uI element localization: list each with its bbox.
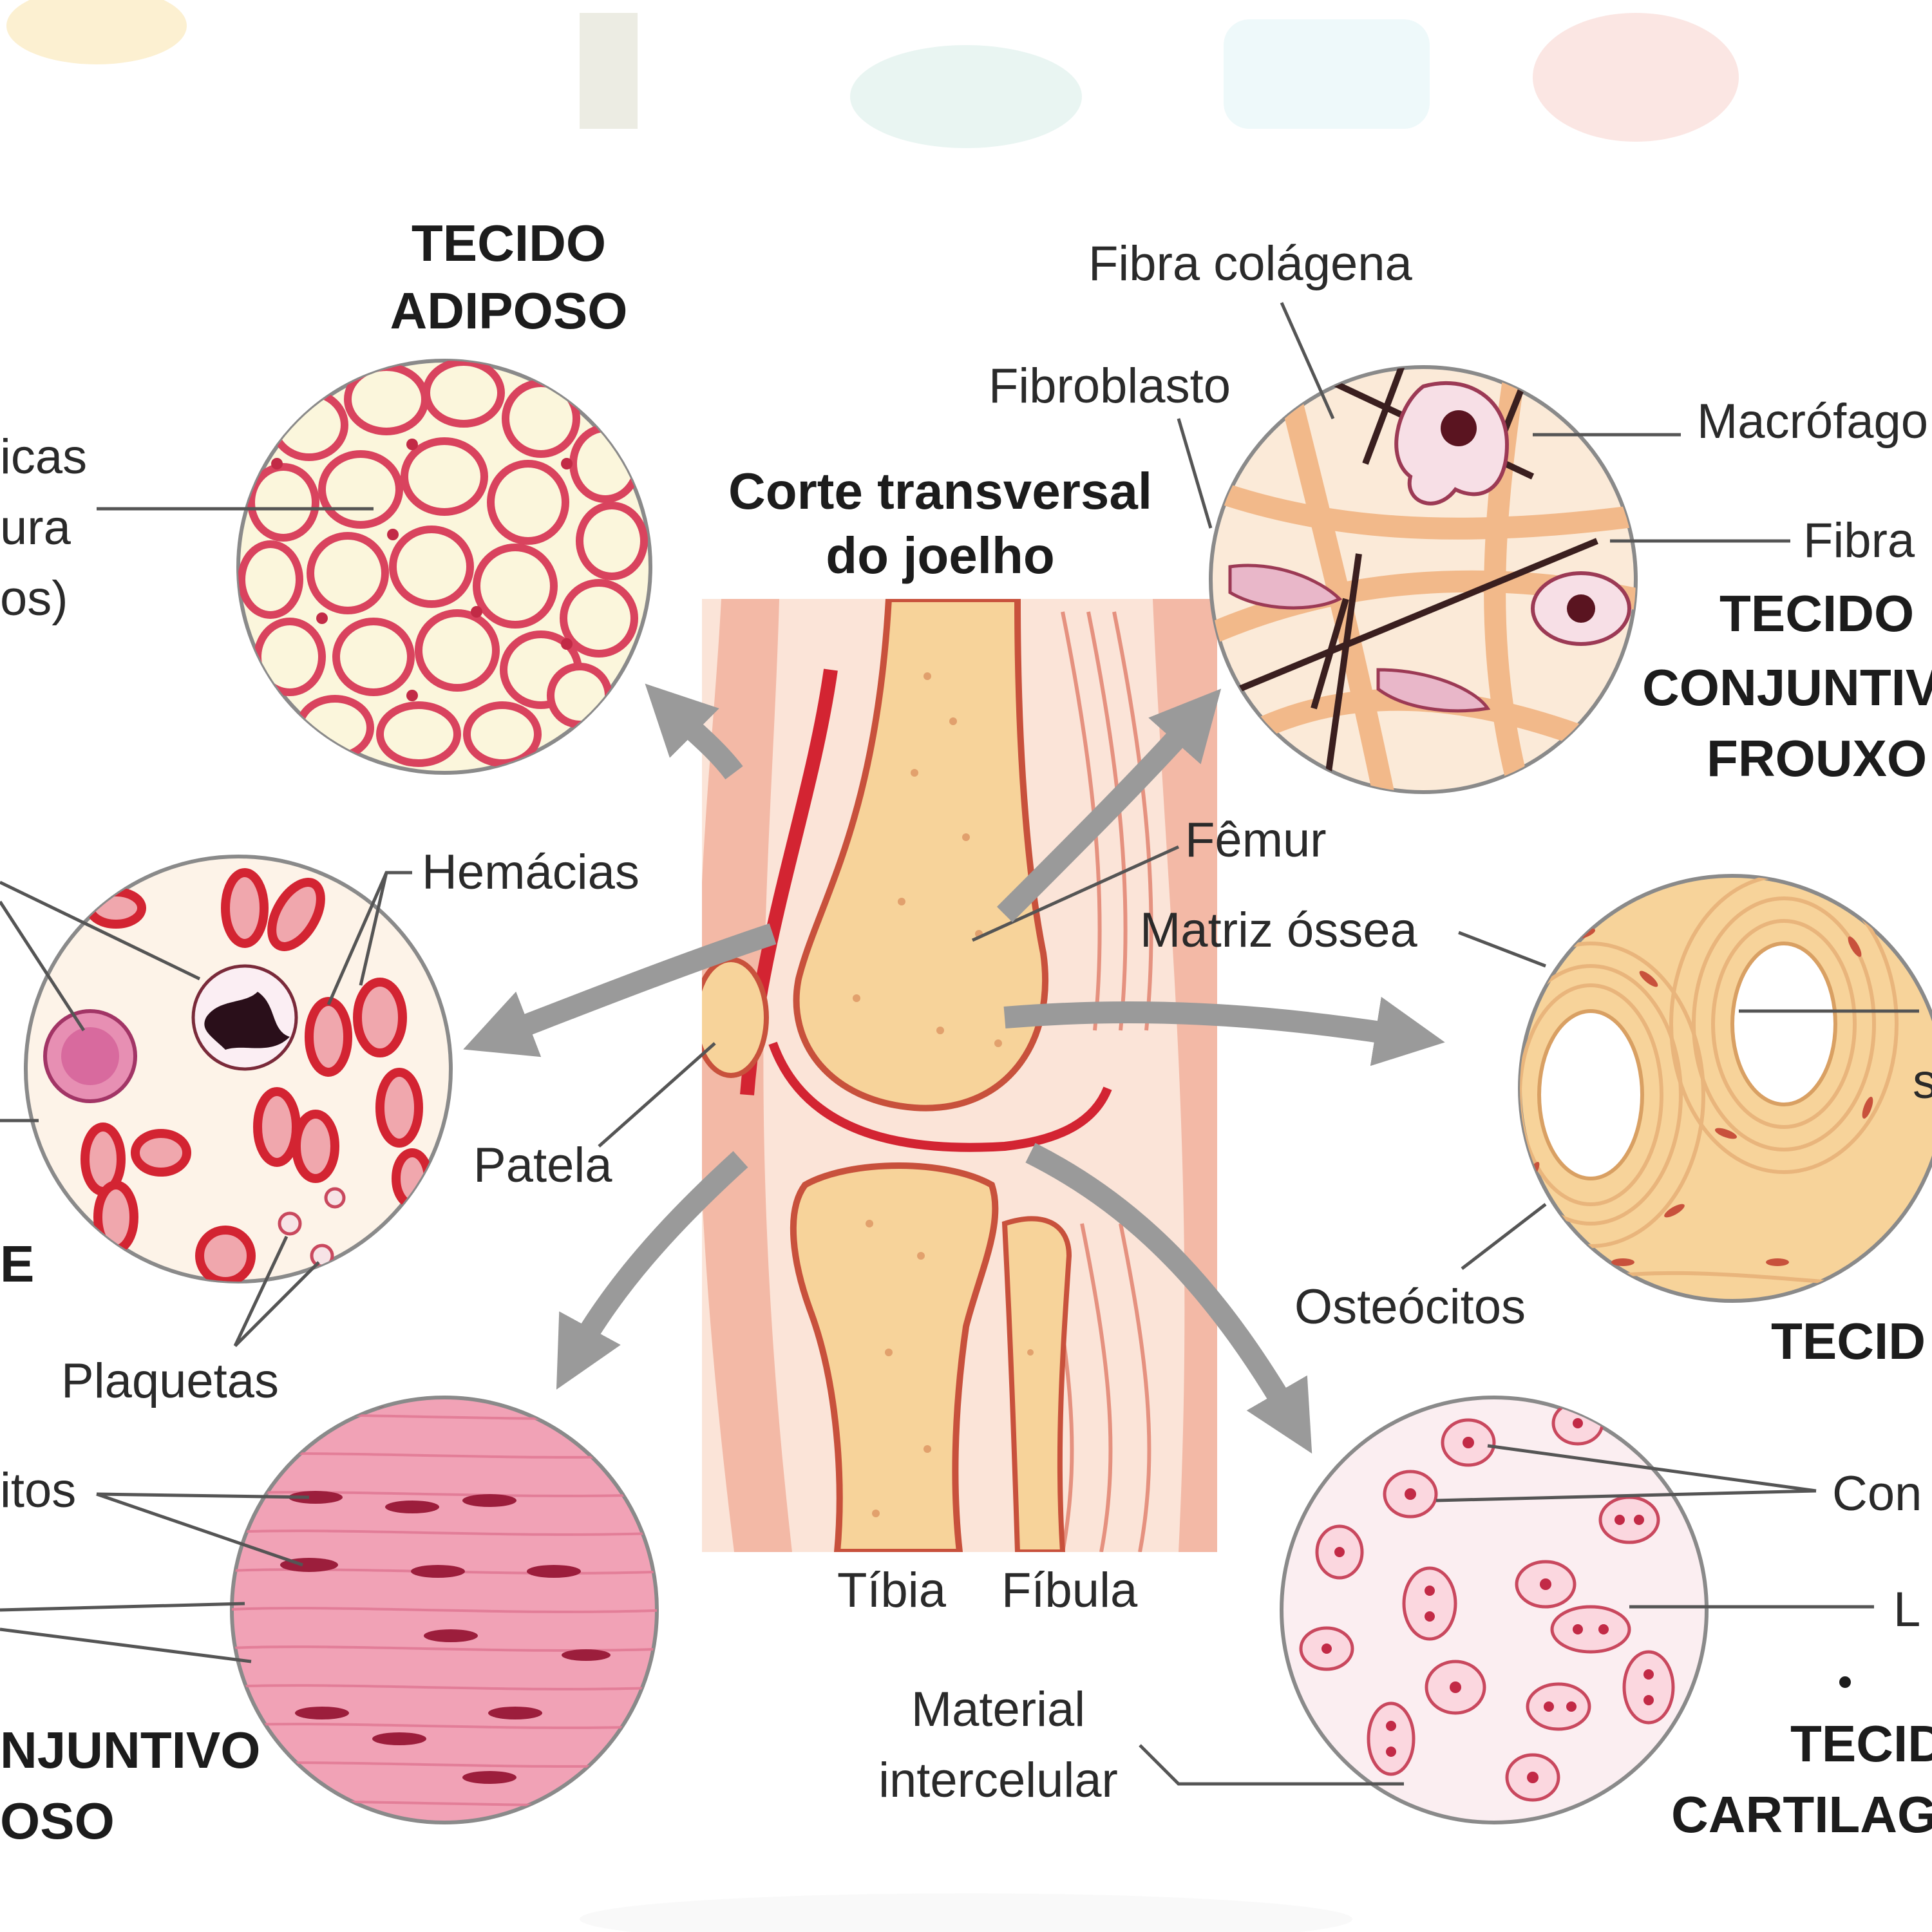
pointer-arrows bbox=[463, 683, 1445, 1454]
leader-blood-left-2 bbox=[0, 900, 86, 1032]
leader-osteocitos bbox=[1461, 1203, 1547, 1270]
leader-blood-left-1 bbox=[0, 880, 201, 981]
leader-patela bbox=[598, 1042, 716, 1148]
frouxo-title-line3: FROUXO bbox=[1707, 730, 1927, 787]
bone-right-fragment: s bbox=[1913, 1054, 1932, 1109]
label-lacuna: L bbox=[1893, 1582, 1920, 1637]
dense-left-fragment: itos bbox=[0, 1463, 76, 1518]
label-hemacias: Hemácias bbox=[422, 845, 639, 900]
frouxo-title-line1: TECIDO bbox=[1719, 585, 1914, 642]
leader-fibra-colagena bbox=[1280, 301, 1335, 420]
cartilage-title-line2: CARTILAG bbox=[1671, 1786, 1932, 1843]
bullet-dot bbox=[1839, 1676, 1851, 1688]
bone-title-fragment: TECID bbox=[1771, 1312, 1926, 1370]
adipose-title-line1: TECIDO bbox=[412, 214, 606, 272]
cartilage-title-line1: TECID bbox=[1790, 1715, 1932, 1772]
loose-connective-tissue-circle bbox=[1209, 365, 1638, 794]
knee-cross-section bbox=[702, 599, 1217, 1552]
label-patela: Patela bbox=[473, 1138, 612, 1193]
label-fibroblasto: Fibroblasto bbox=[989, 359, 1231, 413]
center-title-line2: do joelho bbox=[826, 527, 1055, 584]
leader-femur bbox=[971, 845, 1180, 942]
label-fibra-colagena: Fibra colágena bbox=[1088, 236, 1412, 291]
leader-material bbox=[1139, 1744, 1404, 1786]
leader-hemacias-2 bbox=[359, 872, 388, 986]
leader-plaquetas-1 bbox=[233, 1235, 289, 1347]
adipose-tissue-circle bbox=[236, 359, 652, 775]
label-material-line1: Material bbox=[911, 1682, 1085, 1737]
leader-condrocitos-2 bbox=[1435, 1489, 1817, 1502]
leader-plaquetas-2 bbox=[234, 1261, 320, 1347]
adipose-title-line2: ADIPOSO bbox=[390, 282, 628, 339]
label-macrofago: Macrófago bbox=[1697, 394, 1928, 449]
label-matriz-ossea: Matriz óssea bbox=[1140, 903, 1418, 958]
dense-title-line2: OSO bbox=[0, 1792, 115, 1850]
label-osteocitos: Osteócitos bbox=[1294, 1280, 1526, 1334]
label-tibia: Tíbia bbox=[837, 1563, 947, 1618]
adipose-left-line2: ura bbox=[0, 500, 71, 555]
label-fibula: Fíbula bbox=[1001, 1563, 1138, 1618]
blood-title-fragment: E bbox=[0, 1235, 34, 1293]
label-fibra: Fibra bbox=[1803, 513, 1915, 568]
label-plaquetas: Plaquetas bbox=[61, 1354, 279, 1408]
adipose-left-line1: icas bbox=[0, 430, 87, 484]
dense-title-line1: NJUNTIVO bbox=[0, 1721, 261, 1779]
cartilage-tissue-circle bbox=[1280, 1396, 1709, 1824]
leader-condrocitos-1 bbox=[1487, 1444, 1817, 1493]
center-title-line1: Corte transversal bbox=[728, 462, 1152, 520]
background-decoration bbox=[6, 0, 1739, 1932]
label-femur: Fêmur bbox=[1185, 813, 1327, 867]
leader-dense-3 bbox=[0, 1602, 245, 1612]
leader-dense-1 bbox=[96, 1492, 310, 1499]
leader-matriz-ossea bbox=[1458, 931, 1546, 968]
adipose-left-line3: os) bbox=[0, 571, 68, 626]
bone-tissue-circle bbox=[1518, 874, 1932, 1303]
label-condrocitos: Con bbox=[1832, 1466, 1922, 1521]
leader-fibroblasto bbox=[1177, 418, 1213, 529]
leader-dense-2 bbox=[96, 1492, 303, 1567]
blood-tissue-circle bbox=[24, 855, 453, 1283]
dense-connective-tissue-circle bbox=[230, 1396, 659, 1824]
leader-dense-4 bbox=[0, 1627, 252, 1663]
label-material-line2: intercelular bbox=[878, 1753, 1118, 1808]
frouxo-title-line2: CONJUNTIV bbox=[1642, 659, 1932, 716]
